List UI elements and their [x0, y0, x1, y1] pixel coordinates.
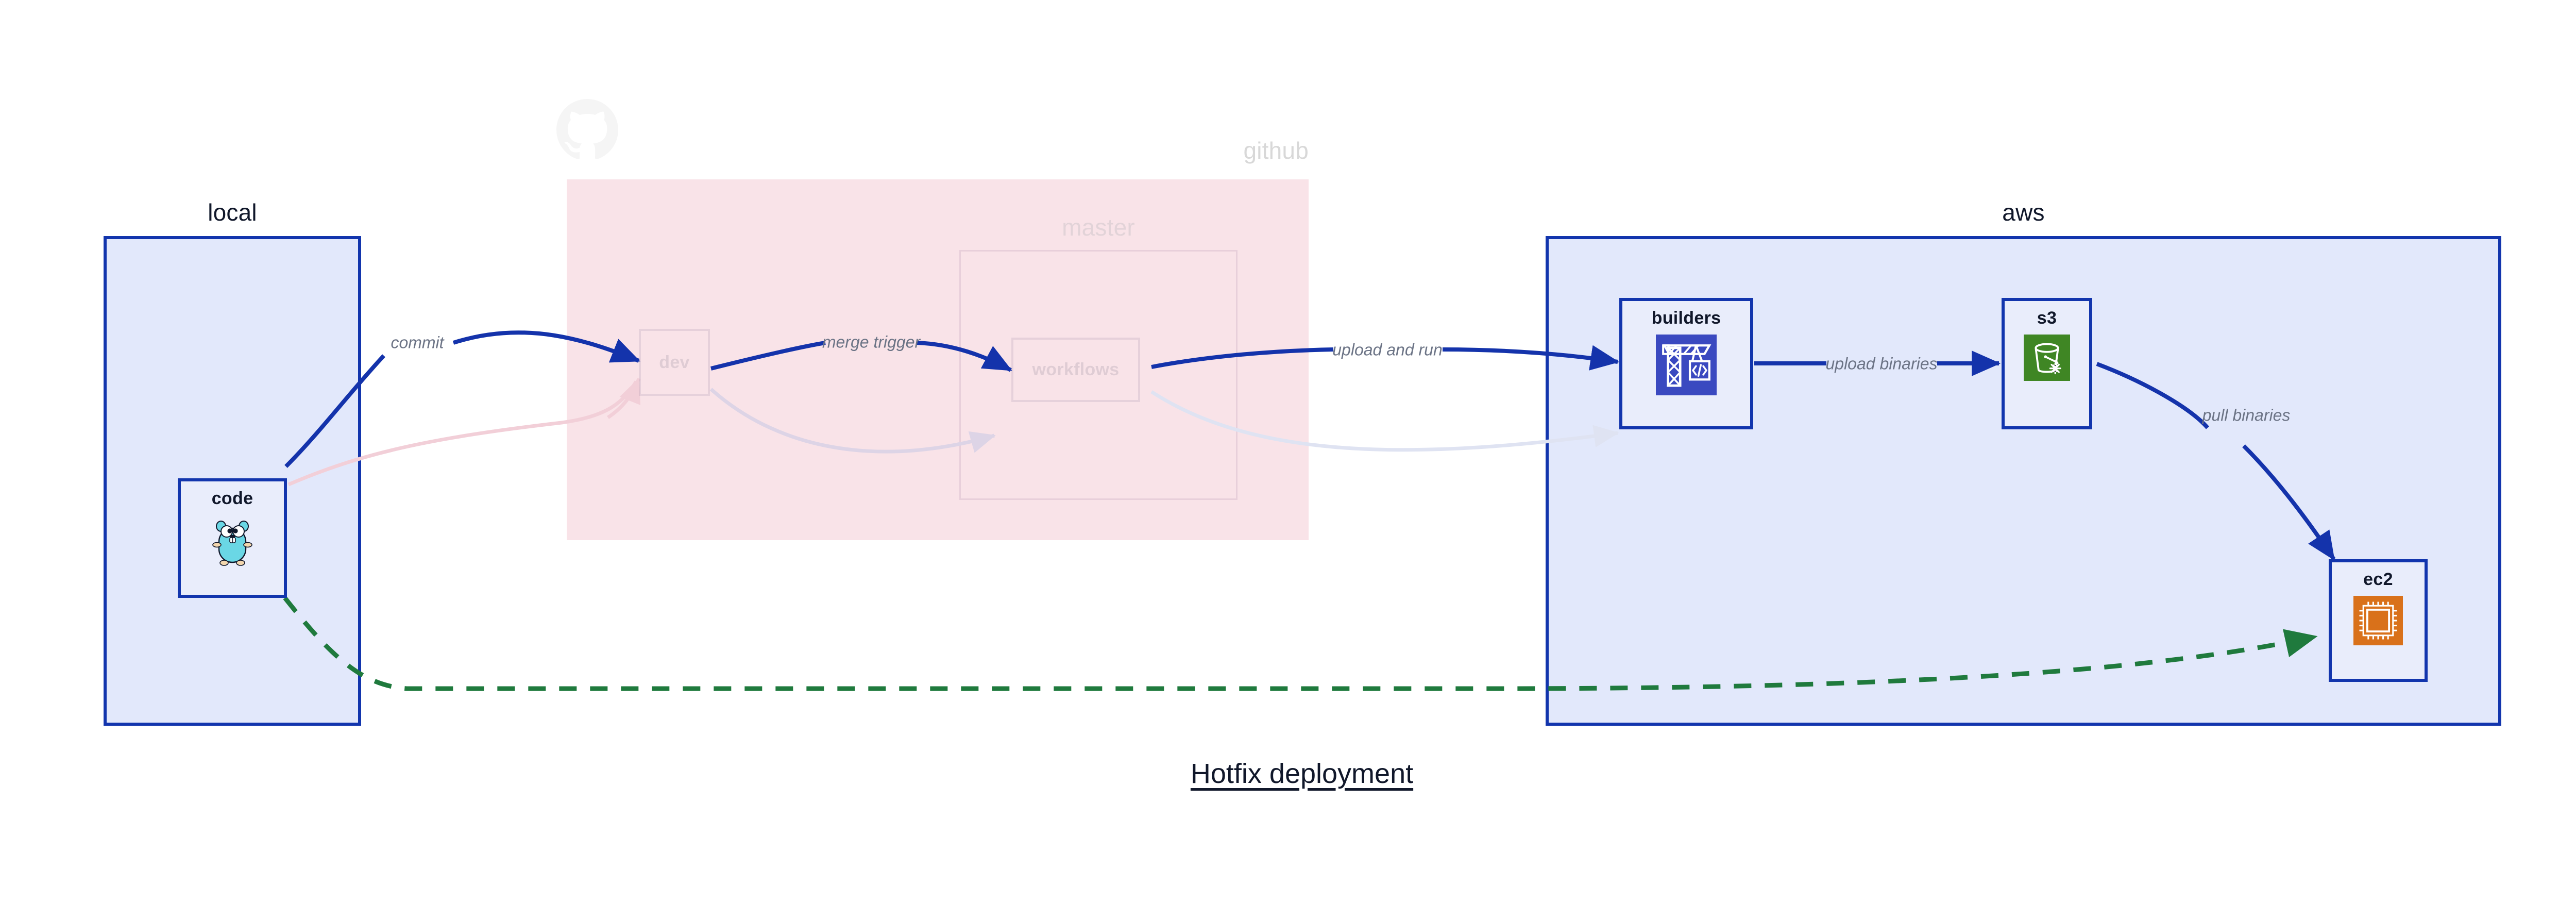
edge-faded-a-arrow: [607, 377, 641, 419]
node-dev-label: dev: [659, 352, 690, 372]
node-dev[interactable]: dev: [639, 329, 710, 396]
node-ec2-label: ec2: [2363, 570, 2393, 589]
edge-label-upload-and-run: upload and run: [1332, 340, 1443, 359]
node-code[interactable]: code: [178, 478, 287, 598]
edge-pullbin-top: [2096, 362, 2210, 429]
edge-merge-right: [917, 341, 1012, 372]
go-gopher-icon: [209, 515, 256, 570]
node-builders[interactable]: builders: [1619, 298, 1753, 429]
edge-faded-b: [709, 388, 996, 454]
edge-faded-c: [1150, 390, 1619, 452]
edge-label-pull-binaries: pull binaries: [2202, 406, 2291, 425]
node-s3-label: s3: [2037, 308, 2057, 328]
node-builders-label: builders: [1651, 308, 1721, 328]
edge-uploadrun-left: [1151, 347, 1334, 369]
octocat-icon: [556, 99, 618, 160]
cluster-github-label: github: [1243, 137, 1309, 164]
cluster-aws-label: aws: [2002, 199, 2045, 226]
node-code-label: code: [211, 489, 253, 508]
cluster-local-label: local: [208, 199, 257, 226]
edge-label-merge-trigger: merge trigger: [822, 332, 921, 352]
node-workflows[interactable]: workflows: [1011, 338, 1140, 402]
aws-ec2-chip-icon: [2353, 596, 2403, 648]
aws-codebuild-icon: [1656, 335, 1717, 398]
node-s3[interactable]: s3: [2002, 298, 2092, 429]
node-workflows-label: workflows: [1032, 360, 1120, 379]
subcluster-master: [959, 250, 1238, 500]
edge-commit-left: [284, 354, 385, 468]
node-ec2[interactable]: ec2: [2329, 559, 2428, 682]
edge-uploadrun-right: [1442, 345, 1620, 371]
edge-pullbin-bottom: [2242, 444, 2336, 561]
edge-merge-left: [710, 341, 826, 371]
edge-hotfix-dashed: [283, 596, 2318, 691]
edge-commit-right: [452, 330, 640, 363]
edge-label-commit: commit: [391, 333, 444, 352]
aws-s3-bucket-icon: [2024, 335, 2070, 383]
diagram-title: Hotfix deployment: [1190, 758, 1414, 789]
edge-faded-a: [287, 380, 638, 487]
edge-label-upload-binaries: upload binaries: [1825, 354, 1938, 373]
subcluster-master-label: master: [1062, 214, 1135, 241]
